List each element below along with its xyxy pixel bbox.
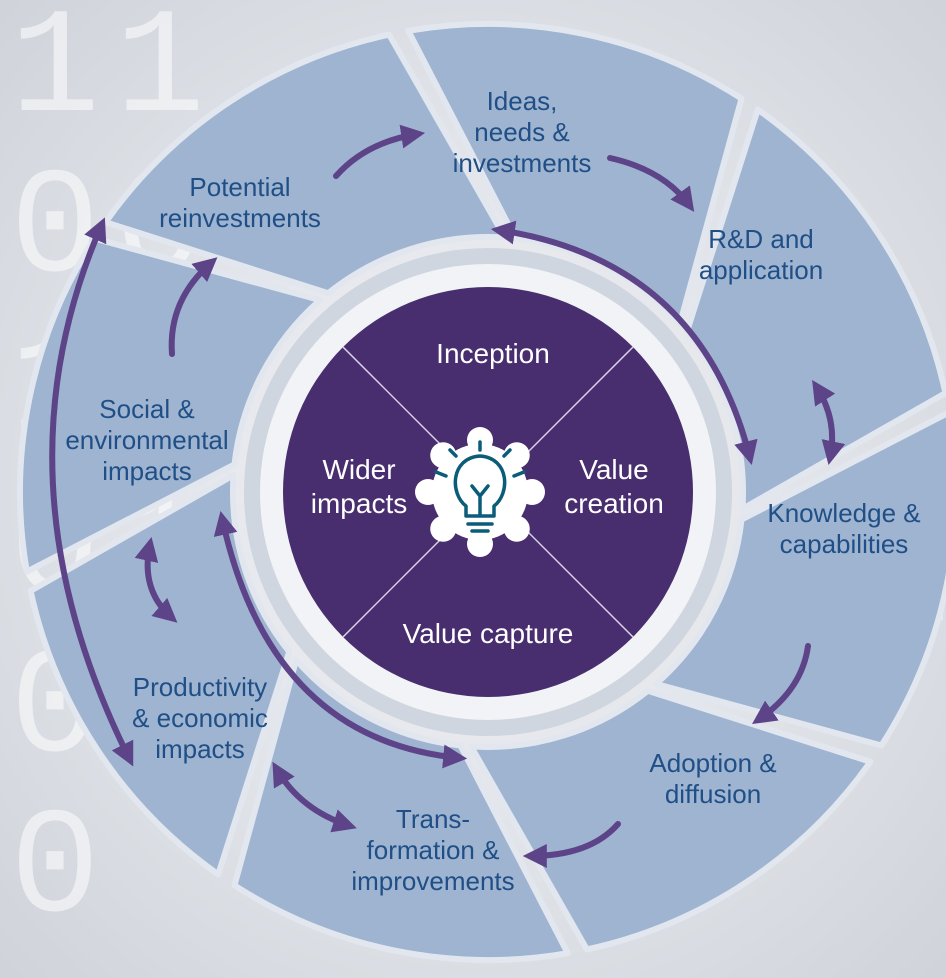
stage-label-productivity-line: Productivity: [133, 672, 267, 702]
stage-label-ideas-line: needs &: [474, 117, 569, 147]
stage-label-social-line: environmental: [65, 425, 228, 455]
lightbulb-icon: [434, 440, 526, 533]
phase-label-value-capture-line: Value capture: [403, 618, 574, 649]
stage-label-ideas: Ideas,needs &investments: [453, 86, 592, 178]
lightbulb-gear-icon: [415, 427, 545, 557]
flow-arrow: [213, 510, 468, 769]
phase-label-value-creation-line: Value: [579, 454, 649, 485]
background-digit: 1: [10, 0, 100, 156]
phase-label-inception: Inception: [436, 338, 550, 369]
background-digit: 0: [10, 786, 100, 956]
stage-label-reinvest-line: reinvestments: [159, 203, 321, 233]
stage-label-adoption-line: diffusion: [665, 779, 761, 809]
stage-label-knowledge-line: capabilities: [780, 529, 909, 559]
stage-label-knowledge: Knowledge &capabilities: [767, 498, 920, 559]
stage-label-transformation: Trans-formation &improvements: [351, 804, 514, 896]
stage-label-knowledge-line: Knowledge &: [767, 498, 920, 528]
flow-arrow: [490, 220, 758, 465]
stage-label-ideas-line: investments: [453, 148, 592, 178]
flow-arrow: [272, 761, 357, 833]
stage-label-social-line: Social &: [99, 394, 194, 424]
phase-label-wider-impacts-line: impacts: [311, 488, 407, 519]
stage-label-productivity-line: impacts: [155, 734, 245, 764]
stage-label-rd-line: R&D and: [708, 224, 814, 254]
segment-reinvest: [102, 31, 508, 297]
flow-arrow: [522, 821, 621, 868]
segment-adoption: [468, 687, 874, 953]
phase-label-wider-impacts-line: Wider: [322, 454, 395, 485]
stage-label-rd-line: application: [699, 255, 823, 285]
stage-label-transformation-line: improvements: [351, 866, 514, 896]
flow-arrow: [333, 124, 426, 179]
flow-arrow: [168, 257, 218, 357]
segment-knowledge: [652, 410, 946, 749]
stage-label-productivity-line: & economic: [132, 703, 268, 733]
flow-arrow: [134, 536, 178, 623]
stage-label-ideas-line: Ideas,: [487, 86, 558, 116]
flow-arrow: [812, 379, 846, 466]
stage-label-reinvest-line: Potential: [189, 172, 290, 202]
stage-label-transformation-line: formation &: [367, 835, 500, 865]
stage-label-transformation-line: Trans-: [396, 804, 470, 834]
flow-arrow: [752, 643, 811, 725]
flow-arrows: [49, 124, 846, 868]
stage-label-social-line: impacts: [102, 456, 192, 486]
stage-label-adoption: Adoption &diffusion: [649, 748, 776, 809]
phase-label-inception-line: Inception: [436, 338, 550, 369]
flow-arrow: [607, 155, 695, 212]
stage-label-adoption-line: Adoption &: [649, 748, 776, 778]
flow-arrow: [49, 217, 134, 767]
phase-label-value-creation-line: creation: [564, 488, 664, 519]
phase-label-value-capture: Value capture: [403, 618, 574, 649]
